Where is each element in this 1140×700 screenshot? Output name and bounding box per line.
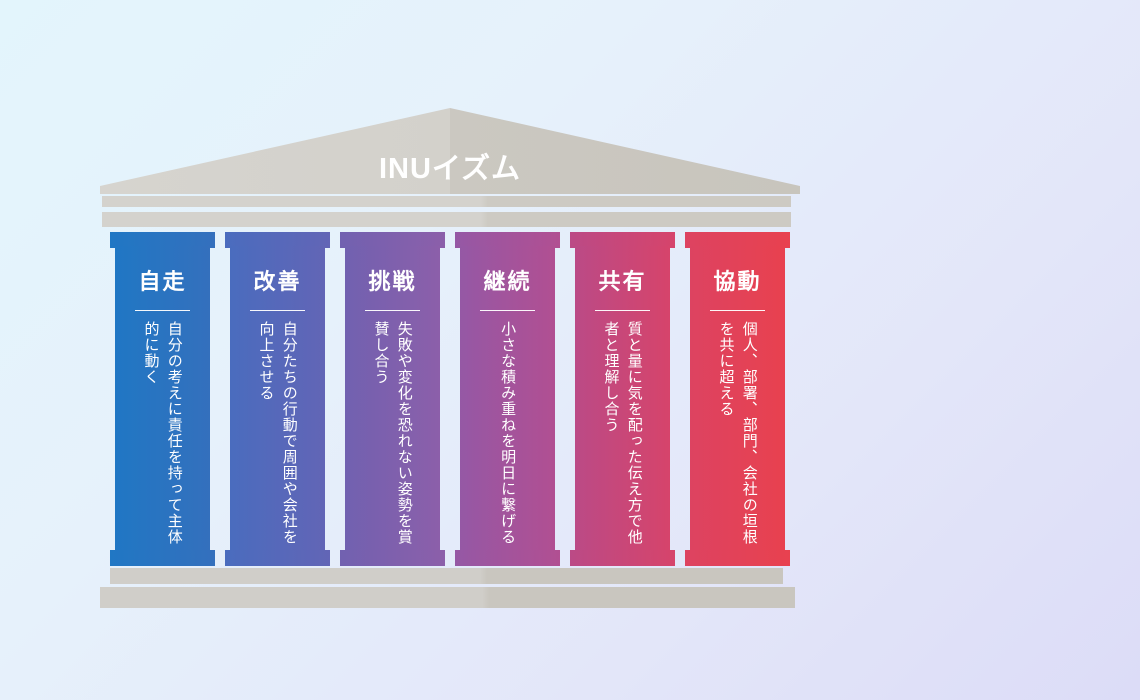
- column-capital: [340, 232, 445, 248]
- column-shaft: [690, 246, 785, 552]
- column-title: 共有: [598, 269, 647, 294]
- column-title: 協動: [713, 269, 762, 294]
- column-base: [570, 550, 675, 566]
- column-description: 自分の考えに責任を持って主体的に動く: [142, 321, 183, 545]
- entablature-upper-bar: [102, 196, 791, 207]
- base-upper-step: [110, 568, 783, 584]
- pediment-roof: [100, 108, 800, 194]
- column-divider: [595, 310, 650, 311]
- column-divider: [480, 310, 535, 311]
- value-column: 共有質と量に気を配った伝え方で他者と理解し合う: [570, 232, 675, 566]
- column-description: 個人、部署、部門、会社の垣根を共に超える: [717, 321, 758, 545]
- column-content: 挑戦失敗や変化を恐れない姿勢を賞賛し合う: [345, 246, 440, 552]
- pediment-shape: [100, 108, 800, 194]
- page-title: INUイズム: [378, 153, 522, 185]
- column-content: 自走自分の考えに責任を持って主体的に動く: [115, 246, 210, 552]
- column-base: [225, 550, 330, 566]
- column-shaft: [345, 246, 440, 552]
- column-capital: [225, 232, 330, 248]
- column-divider: [250, 310, 305, 311]
- column-capital: [570, 232, 675, 248]
- value-column: 改善自分たちの行動で周囲や会社を向上させる: [225, 232, 330, 566]
- base-lower-step: [100, 587, 795, 608]
- column-title: 挑戦: [368, 269, 417, 294]
- value-column: 協動個人、部署、部門、会社の垣根を共に超える: [685, 232, 790, 566]
- column-title: 自走: [138, 269, 187, 294]
- column-base: [340, 550, 445, 566]
- column-capital: [685, 232, 790, 248]
- column-content: 継続小さな積み重ねを明日に繋げる: [460, 246, 555, 552]
- value-column: 継続小さな積み重ねを明日に繋げる: [455, 232, 560, 566]
- column-shaft: [460, 246, 555, 552]
- column-content: 改善自分たちの行動で周囲や会社を向上させる: [230, 246, 325, 552]
- column-capital: [455, 232, 560, 248]
- column-base: [685, 550, 790, 566]
- column-title: 継続: [483, 269, 532, 294]
- value-column: 挑戦失敗や変化を恐れない姿勢を賞賛し合う: [340, 232, 445, 566]
- column-base: [110, 550, 215, 566]
- column-shaft: [575, 246, 670, 552]
- column-content: 協動個人、部署、部門、会社の垣根を共に超える: [690, 246, 785, 552]
- value-column: 自走自分の考えに責任を持って主体的に動く: [110, 232, 215, 566]
- column-description: 自分たちの行動で周囲や会社を向上させる: [257, 321, 298, 545]
- column-description: 失敗や変化を恐れない姿勢を賞賛し合う: [372, 321, 413, 545]
- column-description: 質と量に気を配った伝え方で他者と理解し合う: [602, 321, 643, 545]
- column-shaft: [115, 246, 210, 552]
- column-divider: [135, 310, 190, 311]
- entablature-lower-bar: [102, 212, 791, 227]
- column-title: 改善: [253, 269, 302, 294]
- column-description: 小さな積み重ねを明日に繋げる: [499, 321, 517, 545]
- column-divider: [365, 310, 420, 311]
- column-capital: [110, 232, 215, 248]
- column-divider: [710, 310, 765, 311]
- column-base: [455, 550, 560, 566]
- column-shaft: [230, 246, 325, 552]
- column-content: 共有質と量に気を配った伝え方で他者と理解し合う: [575, 246, 670, 552]
